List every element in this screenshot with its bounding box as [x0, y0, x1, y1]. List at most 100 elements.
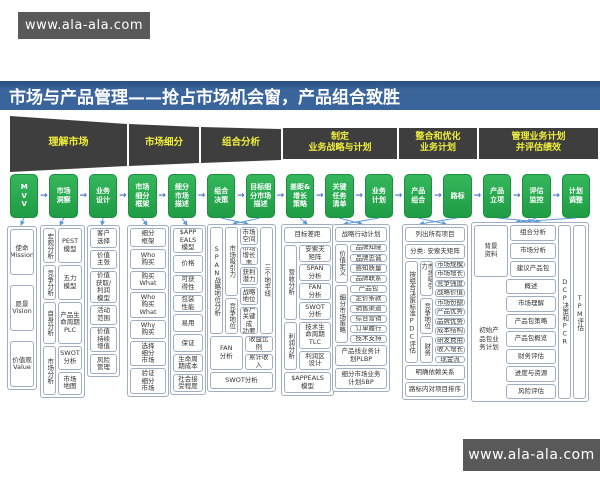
diagram-box: Why 购买: [130, 319, 166, 339]
vertical-label: 按组合决策标准PDC评估: [405, 261, 418, 363]
diagram-box: 战略行动计划: [335, 227, 387, 242]
diagram-box: 市场份额: [435, 298, 465, 307]
diagram-group: 背景 资料组合分析市场分析建议产品包初始产 品包业 务计划概述市场理解产品包策略…: [474, 225, 586, 399]
process-step: 业务 设计: [88, 174, 118, 218]
diagram-group: SWOT 分析市场 地图: [58, 346, 82, 395]
diagram-box: 累计收入: [244, 353, 273, 370]
column-portfolio-decision: SPAN战略地位分析市场吸引力竞争地位市场 空间市场 增长率获利 潜力战略 地位…: [207, 224, 276, 392]
step-arrow-icon: →: [79, 191, 88, 201]
vertical-label: 利润分析: [284, 321, 297, 370]
diagram-box: 订单履行: [350, 324, 387, 333]
diagram-box: 细分市场业务 计划SBP: [335, 368, 387, 389]
diagram-box: 生命周 期成本: [173, 354, 203, 373]
step-arrow-icon: →: [158, 191, 166, 201]
diagram-box: 客户 选择: [90, 228, 117, 248]
vertical-label: SPAN战略地位分析: [210, 227, 223, 334]
column-business-design: 客户 选择价值 主张价值 获取/ 利润 模型活动 范围价值 持续 增值风险 管理: [87, 225, 120, 377]
vertical-label: 宏观分析: [43, 228, 56, 263]
diagram-group: 客户 选择价值 主张价值 获取/ 利润 模型活动 范围价值 持续 增值风险 管理: [90, 228, 117, 375]
diagram-group: 产品包定价条款销售渠道综合营销订单履行技术支持: [350, 284, 387, 343]
diagram-group: FAN 分析收益比例累计收入: [210, 335, 273, 370]
diagram-group: 市场吸引力竞争地位财务: [420, 261, 433, 363]
diagram-box: CSF客户 关键成 功要素: [240, 307, 258, 334]
diagram-box: 风险 管理: [90, 354, 117, 375]
diagram-box: 社会接 受程度: [173, 374, 203, 392]
diagram-box: Who 购买 What: [130, 292, 166, 318]
vertical-label: 市场分析: [43, 346, 56, 395]
diagram-box: 市场分析: [510, 242, 556, 259]
phase-funnel: 理解市场 市场细分 组合分析 制定 业务战略与计划 整合和优化 业务计划 管理业…: [0, 113, 600, 173]
diagram-box: 路标内对项目排序: [405, 382, 465, 397]
step-arrow-icon: →: [434, 191, 442, 201]
diagram-box: 技术支持: [350, 334, 387, 343]
diagram-box: 活动 范围: [90, 305, 117, 325]
process-step: 路标: [443, 174, 472, 218]
diagram-box: 背景 资料: [474, 225, 508, 277]
diagram-box: 价值 获取/ 利润 模型: [90, 271, 117, 304]
diagram-group: 市场规模市场增长竞争强度战略价值市场份额产品优势品牌优势成本结构研发费用收入增长…: [435, 261, 465, 363]
diagram-box: 产品线业务计 划PLBP: [335, 345, 387, 366]
step-arrow-icon: →: [197, 191, 206, 201]
diagram-box: 综合营销: [350, 314, 387, 323]
diagram-group: 细分市场策略产品包定价条款销售渠道综合营销订单履行技术支持: [335, 284, 387, 343]
slide-title: 市场与产品管理——抢占市场机会窗，产品组合致胜: [0, 81, 600, 110]
phase-integrate-optimize: 整合和优化 业务计划: [399, 128, 477, 159]
diagram-box: 品牌联系: [350, 274, 387, 283]
diagram-box: 组合分析: [510, 225, 556, 241]
diagram-box: 研发费用: [435, 336, 465, 345]
diagram-box: 市场 地图: [58, 371, 82, 395]
diagram-box: 市场 空间: [240, 227, 258, 246]
box-mission: 使命 Mission: [10, 229, 34, 275]
process-step: 细分 市场 描述: [167, 174, 197, 218]
diagram-box: 建议产品包: [510, 260, 556, 277]
phase-market-segmentation: 市场细分: [129, 124, 199, 166]
step-arrow-icon: →: [394, 191, 403, 201]
diagram-box: Who 购买: [130, 249, 166, 269]
diagram-group: 市场吸引力竞争地位: [225, 227, 238, 334]
diagram-box: SPAN 分析: [299, 264, 331, 282]
step-arrow-icon: →: [276, 191, 285, 201]
vertical-label: 竞争地位: [225, 297, 238, 334]
diagram-box: 品牌知晓: [350, 244, 387, 253]
step-arrow-icon: →: [513, 191, 521, 201]
diagram-label: 初始产 品包业 务计划: [479, 326, 499, 352]
step-arrow-icon: →: [237, 191, 245, 201]
box-vision: 愿景 Vision: [10, 285, 34, 331]
diagram-box: 价值 持续 增值: [90, 326, 117, 353]
process-step: 目标细 分市场 描述: [246, 174, 275, 218]
diagram-group: 背景 资料组合分析市场分析建议产品包: [474, 225, 556, 277]
diagram-box: 保证: [173, 334, 203, 353]
diagram-group: 收益比例累计收入: [244, 335, 273, 370]
diagram-box: 战略 地位: [240, 287, 258, 306]
diagram-group: 列出所有项目分类: 安索夫矩阵按组合决策标准PDC评估市场吸引力竞争地位财务市场…: [405, 227, 465, 397]
process-step: 差距& 增长 策略: [285, 174, 315, 218]
diagram-box: 购买 What: [130, 270, 166, 291]
diagram-box: 品牌忠诚: [350, 254, 387, 263]
vertical-label: 财务: [420, 335, 433, 363]
vertical-label: 自身分析: [43, 302, 56, 344]
process-step: 市场 细分 框架: [128, 174, 157, 218]
vertical-label: 细分市场策略: [335, 284, 348, 343]
diagram-box: 目标差距: [284, 227, 331, 243]
diagram-group: SPAN战略地位分析市场吸引力竞争地位市场 空间市场 增长率获利 潜力战略 地位…: [210, 227, 273, 334]
diagram-group: 按组合决策标准PDC评估市场吸引力竞争地位财务市场规模市场增长竞争强度战略价值市…: [405, 261, 465, 363]
watermark-top-left: www.ala-ala.com: [18, 12, 150, 39]
phase-portfolio-analysis: 组合分析: [201, 127, 281, 163]
diagram-group: 自身分析产品生 命周期 PLC: [43, 302, 82, 344]
diagram-group: 概述市场理解产品包策略产品包概览财务评估进度与资源风险评估: [506, 278, 556, 399]
process-step-row: M V V→市场 洞察→业务 设计→市场 细分 框架→细分 市场 描述→组合 决…: [10, 174, 591, 218]
diagram-box: 品牌优势: [435, 317, 465, 326]
diagram-group: 战略行动计划价值定义品牌知晓品牌忠诚感知质量品牌联系细分市场策略产品包定价条款销…: [335, 227, 387, 389]
diagram-box: 市场增长: [435, 270, 465, 278]
diagram-box: 竞争强度: [435, 279, 465, 288]
